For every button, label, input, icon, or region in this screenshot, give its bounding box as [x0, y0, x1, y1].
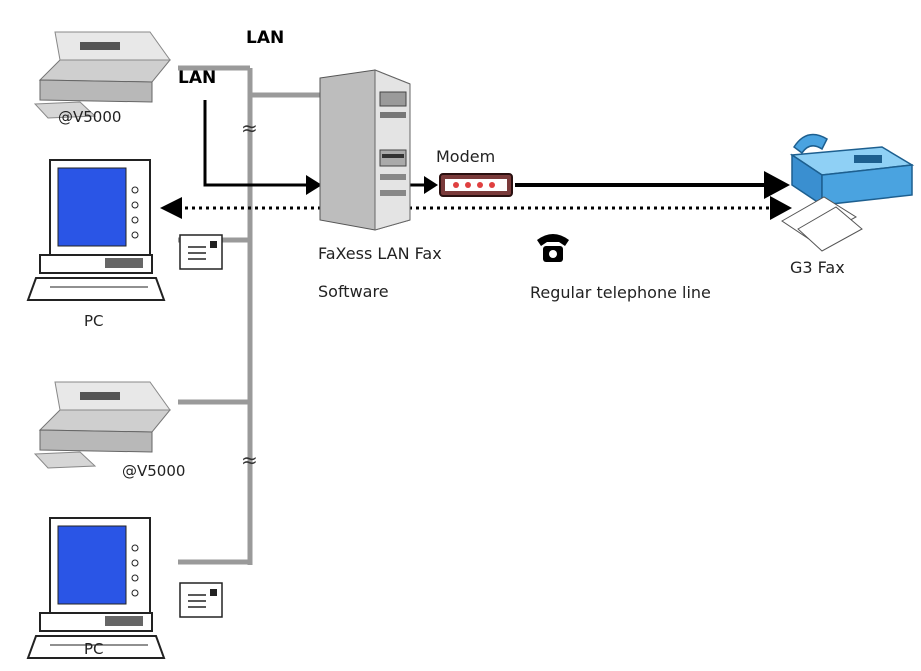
scanner-label: @V5000: [122, 462, 186, 480]
arrow-to-fax-dotted: [770, 196, 792, 220]
lan-label-top: LAN: [246, 28, 285, 48]
pc-label: PC: [84, 640, 104, 658]
arrow-into-fax: [764, 171, 790, 199]
fax-machine-icon: [781, 133, 915, 252]
pc-label: PC: [84, 312, 104, 330]
scanner-icon: [33, 381, 172, 469]
pc-icon: [26, 159, 166, 301]
incoming-fax-path: [160, 196, 792, 220]
outgoing-fax-path: [203, 100, 790, 199]
software-label-line2: Software: [318, 282, 389, 301]
scanner-to-server-line: [203, 100, 310, 187]
lan-backbone: [178, 65, 325, 565]
arrow-into-server: [306, 175, 322, 195]
telephone-line-label: Regular telephone line: [530, 283, 711, 302]
g3-fax-label: G3 Fax: [790, 258, 845, 277]
software-label-line1: FaXess LAN Fax: [318, 244, 442, 263]
telephone-icon: [537, 234, 569, 262]
pc-icon: [26, 517, 166, 659]
scanner-label: @V5000: [58, 108, 122, 126]
arrow-into-modem: [424, 176, 438, 194]
lan-label-side: LAN: [178, 68, 217, 88]
envelope-icon: [179, 234, 223, 270]
lan-break-mark: ≈: [241, 116, 258, 140]
server-icon: [319, 69, 411, 231]
scanner-icon: [33, 31, 172, 119]
modem-label: Modem: [436, 147, 496, 166]
arrow-to-pc: [160, 197, 182, 219]
modem-icon: [439, 173, 513, 197]
lan-break-mark: ≈: [241, 448, 258, 472]
envelope-icon: [179, 582, 223, 618]
